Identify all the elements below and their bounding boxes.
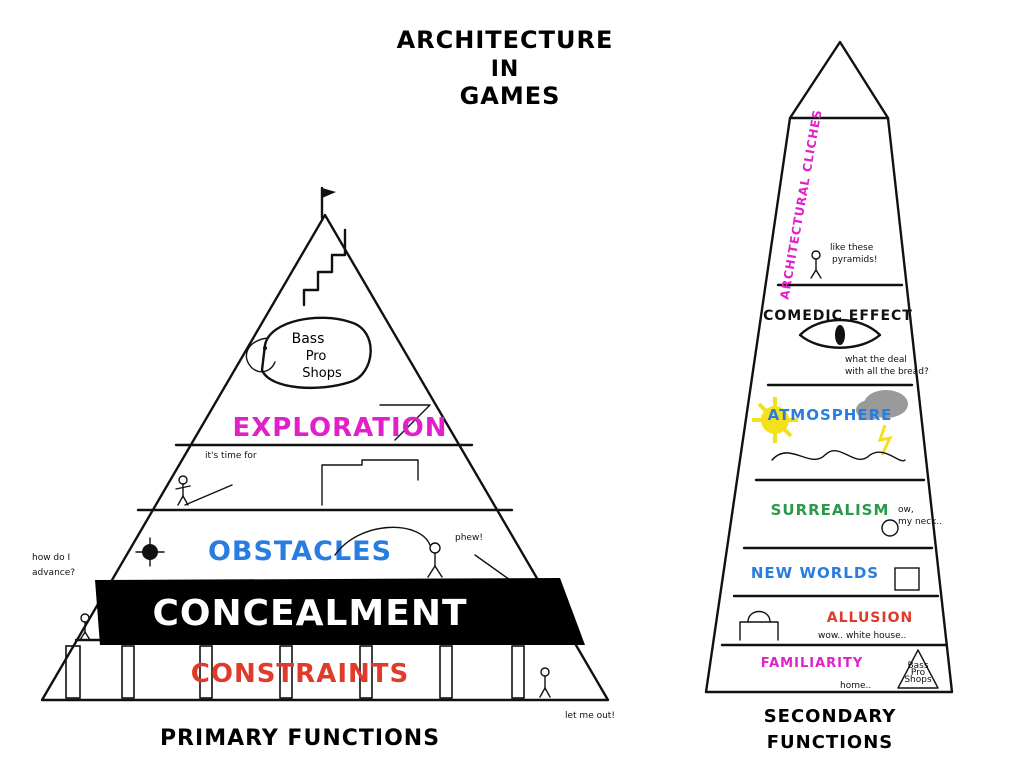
stick-figure-advance [79, 613, 91, 641]
level-label-allusion: ALLUSION [827, 610, 913, 626]
note-like-these-1: like these [830, 243, 874, 253]
ramp [474, 554, 511, 581]
stick-figure-cliches [810, 250, 822, 279]
note-ouch-2: my neck.. [898, 517, 942, 527]
stick-figure-letmeout [539, 667, 551, 698]
pillars [65, 645, 525, 699]
secondary-caption-2: FUNCTIONS [767, 732, 894, 753]
secondary-caption-1: SECONDARY [764, 706, 897, 727]
spiral [881, 519, 899, 537]
squiggle [771, 449, 906, 462]
note-how-advance-1: how do I [32, 553, 70, 563]
title-line-1: ARCHITECTURE [397, 26, 614, 54]
spiked-ball-icon [135, 537, 165, 567]
pyramid-outline [40, 213, 610, 702]
eye-icon [798, 318, 882, 349]
level-label-obstacles: OBSTACLES [208, 536, 392, 567]
flag-icon [320, 186, 336, 220]
sign-line-1: Bass [292, 331, 325, 347]
cloud-icon [856, 390, 908, 456]
mini-pyramid: Bass Pro Shops [897, 649, 939, 689]
secondary-tower: ARCHITECTURAL CLICHES like these pyramid… [704, 40, 954, 753]
capitol-icon [739, 610, 779, 641]
level-label-concealment: CONCEALMENT [152, 593, 467, 634]
note-what-the-2: with all the bread? [845, 367, 929, 377]
note-time-for: it's time for [205, 451, 257, 461]
level-label-surrealism: SURREALISM [771, 501, 890, 519]
note-wow: wow.. white house.. [818, 631, 906, 641]
sign-line-2: Pro [306, 349, 327, 364]
note-ouch-1: ow, [898, 505, 914, 515]
level-label-constraints: CONSTRAINTS [191, 659, 409, 689]
note-phew: phew! [455, 533, 483, 543]
mini-sign-line-2: Pro [911, 668, 926, 678]
level-label-atmosphere: ATMOSPHERE [768, 406, 893, 424]
mini-sign-line-3: Shops [904, 675, 932, 685]
title-line-3: GAMES [460, 82, 561, 110]
stick-figure [175, 475, 191, 506]
note-home: home.. [840, 681, 871, 691]
sign-line-3: Shops [302, 366, 342, 381]
platform-steps [321, 459, 419, 506]
primary-caption: PRIMARY FUNCTIONS [160, 726, 440, 751]
concealment-band [95, 578, 585, 645]
tower-outline [704, 40, 954, 694]
drum-icon [894, 567, 920, 591]
jump-arc [334, 526, 431, 556]
ledge [379, 404, 431, 441]
primary-pyramid: Bass Pro Shops EXPLORATION it's time for… [32, 186, 615, 751]
stick-figure-phew [427, 542, 443, 578]
note-like-these-2: pyramids! [832, 255, 878, 265]
title: ARCHITECTURE IN GAMES [397, 26, 614, 110]
level-label-new-worlds: NEW WORLDS [751, 564, 879, 582]
level-label-exploration: EXPLORATION [232, 413, 447, 443]
note-how-advance-2: advance? [32, 568, 75, 578]
bass-pro-sign: Bass Pro Shops [245, 316, 372, 390]
sun-icon [752, 397, 798, 443]
note-let-me-out: let me out! [565, 711, 615, 721]
mini-sign-line-1: Bass [907, 661, 928, 671]
level-label-familiarity: FAMILIARITY [761, 656, 864, 671]
note-what-the-1: what the deal [845, 355, 907, 365]
title-line-2: IN [491, 57, 520, 82]
level-label-comedic-effect: COMEDIC EFFECT [763, 308, 913, 324]
staircase [302, 228, 347, 307]
ramp [184, 484, 233, 506]
